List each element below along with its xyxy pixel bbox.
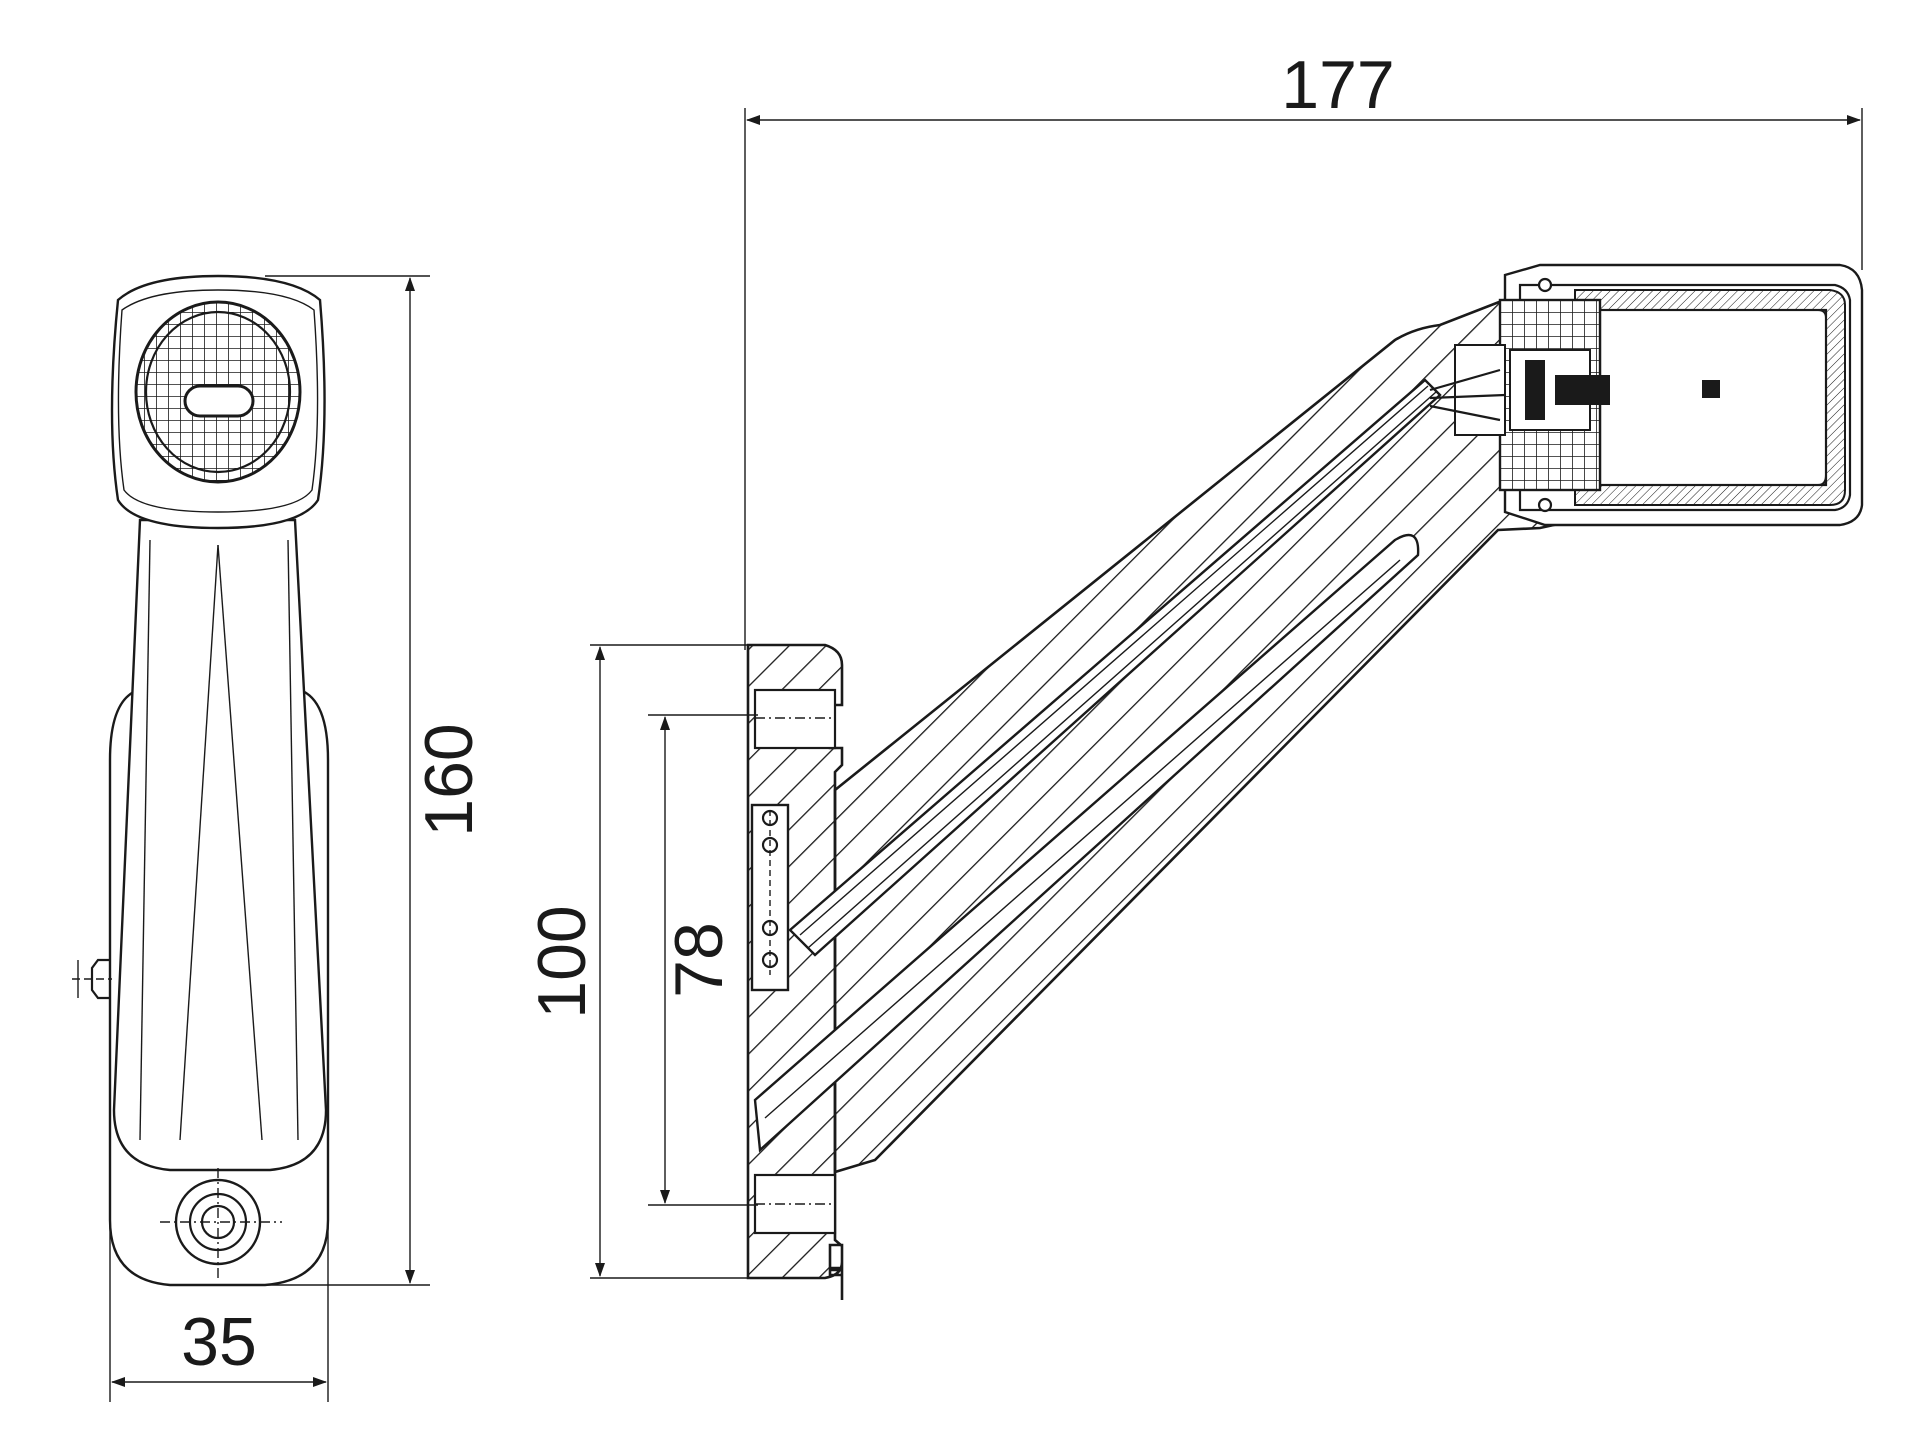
dimension-35-label: 35 (181, 1304, 257, 1380)
dimension-78-label: 78 (661, 922, 737, 998)
dimension-width-front: 35 (109, 1140, 329, 1402)
dimension-height-side: 160 (265, 275, 487, 1286)
dimension-100-label: 100 (524, 905, 600, 1018)
side-view-screw-top (1537, 277, 1553, 293)
side-view-led (1702, 380, 1720, 398)
front-view-lens-slot (183, 384, 255, 418)
side-view-screw-bottom (1537, 497, 1553, 513)
front-view (72, 274, 330, 1287)
side-view-wire-channel (788, 378, 1442, 957)
dimension-177-label: 177 (1281, 47, 1394, 123)
side-view-inner-rib (753, 533, 1420, 1153)
dimension-overall-length: 177 (744, 47, 1863, 650)
side-view (746, 263, 1864, 1300)
dimension-160-label: 160 (411, 723, 487, 836)
front-view-arm (112, 518, 328, 1172)
dimension-base-height: 100 (524, 644, 760, 1279)
dimension-mount-spacing: 78 (648, 714, 758, 1206)
side-view-bore-top (753, 688, 837, 750)
